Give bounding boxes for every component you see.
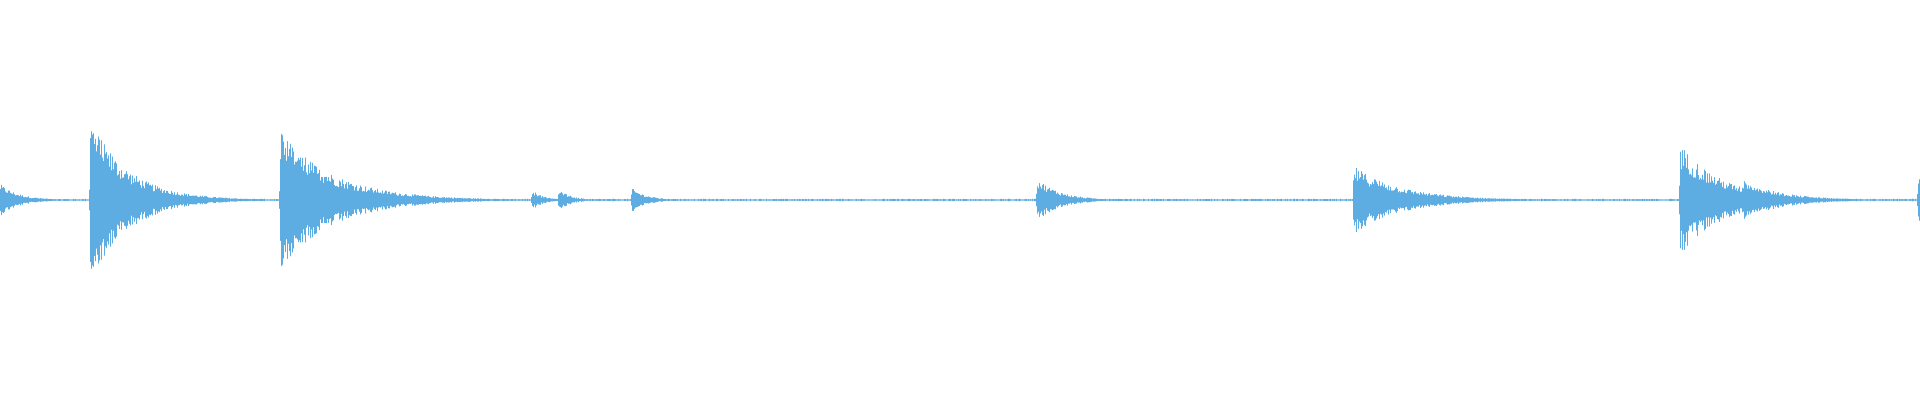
waveform-amplitude — [0, 131, 1920, 269]
